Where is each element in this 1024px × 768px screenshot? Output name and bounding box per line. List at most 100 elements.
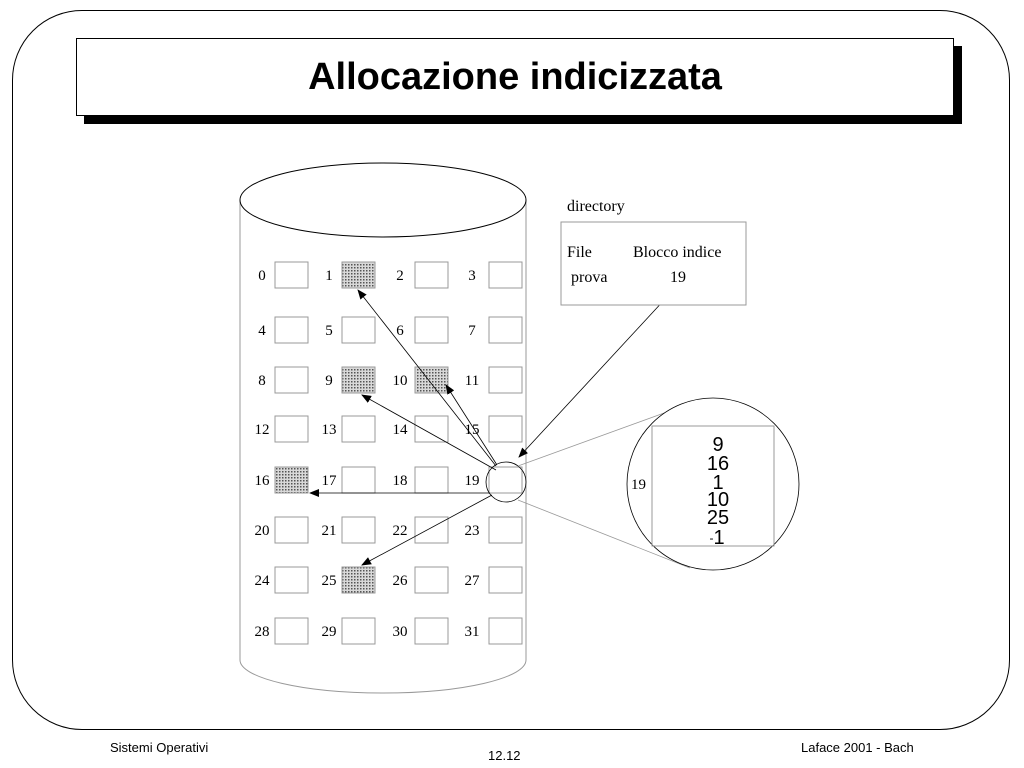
free-block-box	[274, 617, 309, 645]
disk-block-label: 27	[465, 573, 481, 589]
free-block-box	[488, 516, 523, 544]
free-block-box	[414, 261, 449, 289]
disk-block-label: 28	[255, 624, 270, 640]
free-block-box	[274, 566, 309, 594]
disk-block-4: 4	[258, 316, 309, 344]
free-block-box	[341, 466, 376, 494]
directory-row-file: prova	[571, 269, 607, 286]
disk-block-label: 22	[393, 523, 408, 539]
free-block-box	[341, 415, 376, 443]
disk-block-label: 20	[255, 523, 270, 539]
free-block-box	[488, 316, 523, 344]
disk-block-label: 13	[322, 422, 337, 438]
disk-block-label: 16	[255, 473, 271, 489]
disk-block-2: 2	[396, 261, 449, 289]
free-block-box	[414, 316, 449, 344]
disk-block-24: 24	[255, 566, 309, 594]
free-block-box	[274, 516, 309, 544]
disk-block-22: 22	[393, 516, 449, 544]
arrow-directory-to-block-19	[518, 297, 667, 458]
free-block-box	[488, 617, 523, 645]
free-block-box	[414, 617, 449, 645]
free-block-box	[488, 261, 523, 289]
disk-block-12: 12	[255, 415, 309, 443]
disk-block-label: 14	[393, 422, 409, 438]
free-block-box	[274, 261, 309, 289]
directory-table	[560, 221, 747, 306]
disk-block-6: 6	[396, 316, 449, 344]
disk-block-14: 14	[393, 415, 449, 443]
disk-block-9: 9	[325, 366, 376, 394]
disk-block-label: 12	[255, 422, 270, 438]
disk-block-25: 25	[322, 566, 376, 594]
directory-label: directory	[567, 198, 625, 215]
directory-header-block: Blocco indice	[633, 244, 721, 261]
disk-block-label: 10	[393, 373, 408, 389]
free-block-box	[414, 415, 449, 443]
free-block-box	[414, 516, 449, 544]
free-block-box	[341, 617, 376, 645]
disk-block-29: 29	[322, 617, 376, 645]
disk-block-5: 5	[325, 316, 376, 344]
index-block-box	[651, 425, 775, 547]
free-block-box	[488, 415, 523, 443]
arrow-to-block-9	[361, 394, 497, 471]
free-block-box	[341, 516, 376, 544]
disk-block-11: 11	[465, 366, 523, 394]
free-block-box	[414, 466, 449, 494]
disk-block-28: 28	[255, 617, 309, 645]
slide-frame	[12, 10, 1010, 730]
disk-block-26: 26	[393, 566, 449, 594]
allocated-block-box	[414, 366, 449, 394]
disk-block-18: 18	[393, 466, 449, 494]
disk-block-label: 18	[393, 473, 408, 489]
disk-block-3: 3	[468, 261, 523, 289]
block-19-highlight	[485, 461, 527, 503]
directory-row-block: 19	[670, 269, 686, 286]
index-entry: 10	[707, 489, 729, 511]
disk-cylinder	[239, 162, 527, 694]
disk-block-label: 2	[396, 268, 404, 284]
disk-block-label: 6	[396, 323, 404, 339]
allocated-block-box	[341, 566, 376, 594]
disk-block-label: 24	[255, 573, 271, 589]
disk-block-label: 3	[468, 268, 476, 284]
free-block-box	[488, 466, 523, 494]
index-block-zoom	[626, 397, 800, 571]
arrow-to-block-1	[357, 289, 497, 467]
index-entry-last: -1	[709, 527, 724, 549]
footer-page-number: 12.12	[488, 748, 521, 763]
index-entry: 9	[712, 434, 723, 456]
disk-block-10: 10	[393, 366, 449, 394]
allocated-block-box	[341, 366, 376, 394]
disk-block-label: 23	[465, 523, 480, 539]
page-title: Allocazione indicizzata	[308, 55, 722, 98]
disk-block-21: 21	[322, 516, 376, 544]
disk-block-label: 9	[325, 373, 333, 389]
disk-block-13: 13	[322, 415, 376, 443]
disk-block-label: 19	[465, 473, 480, 489]
disk-block-label: 29	[322, 624, 337, 640]
disk-block-label: 8	[258, 373, 266, 389]
disk-block-label: 11	[465, 373, 479, 389]
disk-block-27: 27	[465, 566, 523, 594]
disk-block-label: 7	[468, 323, 476, 339]
disk-block-label: 31	[465, 624, 480, 640]
allocated-block-box	[341, 261, 376, 289]
index-entry: 1	[712, 472, 723, 494]
arrow-to-block-25	[361, 494, 493, 566]
disk-block-7: 7	[468, 316, 523, 344]
index-entry: 25	[707, 507, 729, 529]
index-entry: 16	[707, 453, 729, 475]
disk-block-31: 31	[465, 617, 523, 645]
disk-block-23: 23	[465, 516, 523, 544]
disk-block-0: 0	[258, 261, 309, 289]
index-entry-last-prefix: -	[709, 531, 713, 545]
free-block-box	[274, 366, 309, 394]
free-block-box	[414, 566, 449, 594]
free-block-box	[341, 316, 376, 344]
allocated-block-box	[274, 466, 309, 494]
